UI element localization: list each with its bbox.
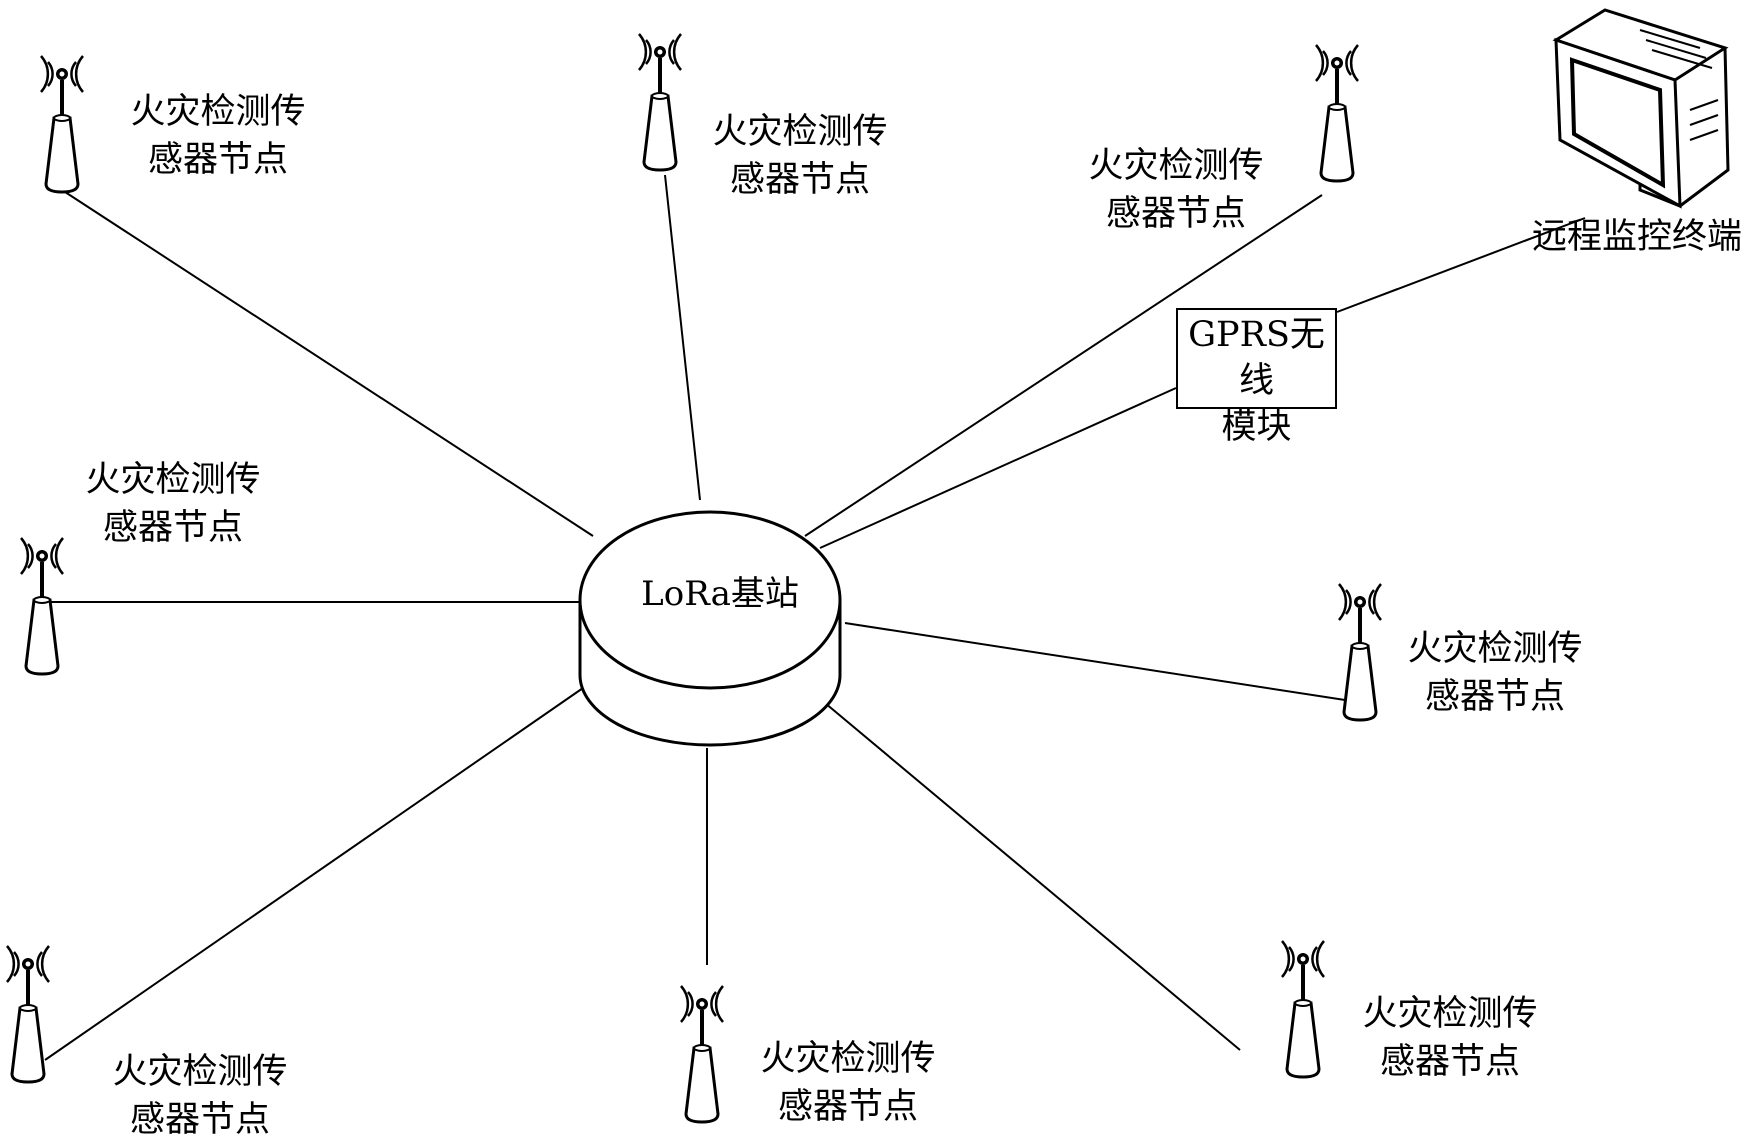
base-station-label: LoRa基站	[620, 574, 820, 614]
sensor-node-label-line2: 感器节点	[748, 1083, 948, 1131]
sensor-node-label-line1: 火灾检测传	[1076, 142, 1276, 190]
sensor-node-7-antenna-icon	[681, 986, 723, 1122]
sensor-node-4-antenna-icon	[21, 538, 63, 674]
gprs-module-box: GPRS无线 模块	[1176, 308, 1337, 409]
sensor-node-label-line1: 火灾检测传	[73, 456, 273, 504]
link-node-2	[665, 175, 700, 500]
sensor-node-label-line2: 感器节点	[73, 504, 273, 552]
sensor-node-label-line1: 火灾检测传	[118, 88, 318, 136]
sensor-node-label-line1: 火灾检测传	[1350, 990, 1550, 1038]
sensor-node-label: 火灾检测传 感器节点	[748, 1035, 948, 1131]
sensor-node-8-antenna-icon	[1282, 941, 1324, 1077]
sensor-node-label: 火灾检测传 感器节点	[1076, 142, 1276, 238]
sensor-node-label-line2: 感器节点	[1395, 673, 1595, 721]
sensor-node-5-antenna-icon	[1339, 584, 1381, 720]
sensor-node-label-line1: 火灾检测传	[100, 1048, 300, 1096]
remote-terminal-label: 远程监控终端	[1528, 215, 1746, 259]
base-station-cylinder	[580, 512, 840, 745]
sensor-node-2-antenna-icon	[639, 34, 681, 170]
sensor-node-label-line2: 感器节点	[100, 1096, 300, 1144]
sensor-node-label: 火灾检测传 感器节点	[73, 456, 273, 552]
sensor-node-label-line2: 感器节点	[118, 136, 318, 184]
sensor-node-label-line1: 火灾检测传	[1395, 625, 1595, 673]
gprs-module-label-line2: 模块	[1178, 404, 1335, 450]
sensor-node-label: 火灾检测传 感器节点	[118, 88, 318, 184]
sensor-node-1-antenna-icon	[41, 56, 83, 192]
sensor-node-label: 火灾检测传 感器节点	[1395, 625, 1595, 721]
sensor-node-label-line1: 火灾检测传	[748, 1035, 948, 1083]
sensor-node-label-line1: 火灾检测传	[700, 108, 900, 156]
sensor-node-6-antenna-icon	[7, 946, 49, 1082]
sensor-node-label-line2: 感器节点	[700, 156, 900, 204]
gprs-module-label-line1: GPRS无线	[1178, 312, 1335, 404]
link-node-5	[845, 623, 1345, 700]
sensor-node-label: 火灾检测传 感器节点	[1350, 990, 1550, 1086]
sensor-node-label: 火灾检测传 感器节点	[700, 108, 900, 204]
link-node-8	[825, 703, 1240, 1050]
sensor-node-label-line2: 感器节点	[1350, 1038, 1550, 1086]
sensor-node-label: 火灾检测传 感器节点	[100, 1048, 300, 1144]
link-node-6	[45, 688, 583, 1060]
monitor-icon	[1556, 10, 1728, 206]
link-gprs-base	[820, 388, 1176, 548]
sensor-node-3-antenna-icon	[1316, 45, 1358, 181]
sensor-node-label-line2: 感器节点	[1076, 190, 1276, 238]
